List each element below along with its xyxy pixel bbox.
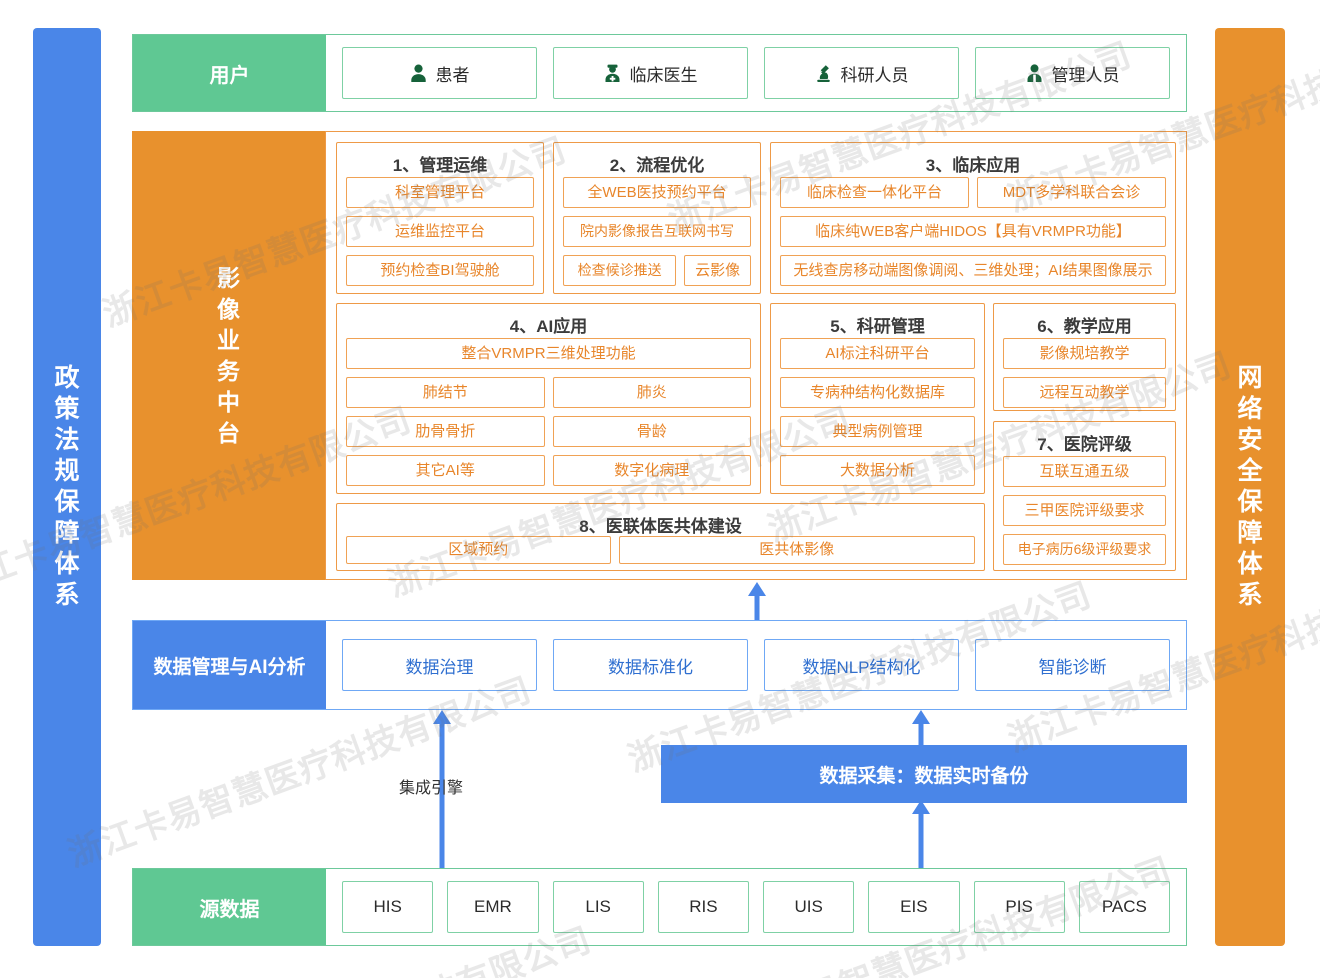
section-chip[interactable]: 预约检查BI驾驶舱 bbox=[346, 255, 534, 286]
section-chip[interactable]: 整合VRMPR三维处理功能 bbox=[346, 338, 751, 369]
data-collection-bar: 数据采集：数据实时备份 bbox=[661, 745, 1187, 803]
imaging-business-platform-row: 影像业务中台 1、管理运维 科室管理平台 运维监控平台 预约检查BI驾驶舱 bbox=[132, 131, 1187, 580]
user-item-researcher[interactable]: 科研人员 bbox=[764, 47, 959, 99]
users-list: 患者 临床医生 科研人员 bbox=[326, 35, 1186, 111]
section-chip[interactable]: 大数据分析 bbox=[780, 455, 975, 486]
user-item-label: 科研人员 bbox=[840, 65, 909, 85]
section-chip[interactable]: 云影像 bbox=[684, 255, 751, 286]
section-card-5: 5、科研管理 AI标注科研平台 专病种结构化数据库 典型病例管理 大数据分析 bbox=[770, 303, 985, 494]
section-chip[interactable]: 肺结节 bbox=[346, 377, 545, 408]
section-card-4: 4、AI应用 整合VRMPR三维处理功能 肺结节 肺炎 肋骨骨折 骨龄 其它AI… bbox=[336, 303, 761, 494]
section-chip[interactable]: 医共体影像 bbox=[618, 536, 975, 564]
arrow-platform-to-data bbox=[747, 582, 767, 620]
section-title: 6、教学应用 bbox=[1037, 317, 1132, 336]
section-chip[interactable]: 三甲医院评级要求 bbox=[1003, 495, 1166, 526]
data-management-row-label: 数据管理与AI分析 bbox=[133, 621, 326, 709]
section-chip[interactable]: 运维监控平台 bbox=[346, 216, 534, 247]
data-item-nlp[interactable]: 数据NLP结构化 bbox=[764, 639, 959, 691]
section-card-6: 6、教学应用 影像规培教学 远程互动教学 bbox=[993, 303, 1176, 411]
data-item-governance[interactable]: 数据治理 bbox=[342, 639, 537, 691]
network-security-pillar-label: 网络安全保障体系 bbox=[1237, 364, 1263, 609]
integration-engine-label: 集成引擎 bbox=[399, 780, 464, 797]
section-card-8: 8、医联体医共体建设 区域预约 医共体影像 bbox=[336, 503, 985, 571]
section-chip[interactable]: 骨龄 bbox=[552, 416, 751, 447]
section-title: 5、科研管理 bbox=[830, 317, 925, 336]
section-card-7: 7、医院评级 互联互通五级 三甲医院评级要求 电子病历6级评级要求 bbox=[993, 421, 1176, 571]
source-item-pacs[interactable]: PACS bbox=[1078, 881, 1170, 933]
users-row-label: 用户 bbox=[133, 35, 326, 111]
section-card-1: 1、管理运维 科室管理平台 运维监控平台 预约检查BI驾驶舱 bbox=[336, 142, 544, 294]
section-chip[interactable]: 其它AI等 bbox=[346, 455, 545, 486]
manager-icon bbox=[1027, 63, 1041, 82]
doctor-icon bbox=[605, 64, 619, 82]
section-chip[interactable]: MDT多学科联合会诊 bbox=[977, 177, 1166, 208]
section-chip[interactable]: 临床纯WEB客户端HIDOS【具有VRMPR功能】 bbox=[780, 216, 1166, 247]
data-item-standardization[interactable]: 数据标准化 bbox=[553, 639, 748, 691]
users-row: 用户 患者 临床医生 bbox=[132, 34, 1187, 112]
section-chip[interactable]: 全WEB医技预约平台 bbox=[563, 177, 751, 208]
section-chip[interactable]: 肋骨骨折 bbox=[346, 416, 545, 447]
user-item-clinician[interactable]: 临床医生 bbox=[553, 47, 748, 99]
section-chip[interactable]: 专病种结构化数据库 bbox=[780, 377, 975, 408]
section-title: 2、流程优化 bbox=[609, 156, 705, 175]
section-title: 4、AI应用 bbox=[509, 317, 588, 336]
section-chip[interactable]: 检查候诊推送 bbox=[563, 255, 677, 286]
user-item-administrator[interactable]: 管理人员 bbox=[975, 47, 1170, 99]
section-chip[interactable]: 肺炎 bbox=[552, 377, 751, 408]
section-title: 3、临床应用 bbox=[925, 156, 1021, 175]
arrow-integration-engine bbox=[432, 710, 452, 868]
section-chip[interactable]: 互联互通五级 bbox=[1003, 456, 1166, 487]
policy-regulation-pillar: 政策法规保障体系 bbox=[33, 28, 101, 946]
user-item-patient[interactable]: 患者 bbox=[342, 47, 537, 99]
user-item-label: 临床医生 bbox=[629, 65, 698, 85]
section-title: 7、医院评级 bbox=[1037, 435, 1132, 454]
section-chip[interactable]: 科室管理平台 bbox=[346, 177, 534, 208]
section-chip[interactable]: 远程互动教学 bbox=[1003, 377, 1166, 408]
section-chip[interactable]: 院内影像报告互联网书写 bbox=[563, 216, 751, 247]
network-security-pillar: 网络安全保障体系 bbox=[1215, 28, 1285, 946]
user-item-label: 患者 bbox=[435, 65, 470, 85]
policy-regulation-pillar-label: 政策法规保障体系 bbox=[54, 364, 80, 609]
section-chip[interactable]: 数字化病理 bbox=[552, 455, 751, 486]
source-data-row-label: 源数据 bbox=[133, 869, 326, 945]
user-item-label: 管理人员 bbox=[1051, 65, 1120, 85]
imaging-business-platform-label: 影像业务中台 bbox=[132, 131, 325, 580]
patient-icon bbox=[410, 64, 426, 82]
source-data-row: 源数据 HIS EMR LIS RIS UIS EIS PIS PACS bbox=[132, 868, 1187, 946]
source-item-uis[interactable]: UIS bbox=[763, 881, 855, 933]
source-item-emr[interactable]: EMR bbox=[447, 881, 539, 933]
arrow-collection-to-data bbox=[911, 710, 931, 748]
source-item-eis[interactable]: EIS bbox=[868, 881, 960, 933]
section-card-2: 2、流程优化 全WEB医技预约平台 院内影像报告互联网书写 检查候诊推送 云影像 bbox=[553, 142, 761, 294]
microscope-icon bbox=[816, 64, 830, 82]
section-chip[interactable]: 影像规培教学 bbox=[1003, 338, 1166, 369]
section-title: 1、管理运维 bbox=[392, 156, 488, 175]
section-chip[interactable]: 临床检查一体化平台 bbox=[780, 177, 969, 208]
imaging-business-platform-text: 影像业务中台 bbox=[217, 264, 240, 446]
section-card-3: 3、临床应用 临床检查一体化平台 MDT多学科联合会诊 临床纯WEB客户端HID… bbox=[770, 142, 1176, 294]
data-item-diagnosis[interactable]: 智能诊断 bbox=[975, 639, 1170, 691]
source-item-his[interactable]: HIS bbox=[342, 881, 434, 933]
arrow-source-to-collection bbox=[911, 800, 931, 868]
section-chip[interactable]: 电子病历6级评级要求 bbox=[1003, 534, 1166, 565]
imaging-business-platform-body: 1、管理运维 科室管理平台 运维监控平台 预约检查BI驾驶舱 2、流程优化 bbox=[325, 131, 1187, 580]
section-title: 8、医联体医共体建设 bbox=[579, 517, 742, 536]
section-chip[interactable]: 无线查房移动端图像调阅、三维处理；AI结果图像展示 bbox=[780, 255, 1166, 286]
source-item-pis[interactable]: PIS bbox=[973, 881, 1065, 933]
section-chip[interactable]: 区域预约 bbox=[346, 536, 611, 564]
source-item-lis[interactable]: LIS bbox=[552, 881, 644, 933]
data-management-row: 数据管理与AI分析 数据治理 数据标准化 数据NLP结构化 智能诊断 bbox=[132, 620, 1187, 710]
source-item-ris[interactable]: RIS bbox=[657, 881, 749, 933]
source-data-list: HIS EMR LIS RIS UIS EIS PIS PACS bbox=[326, 869, 1186, 945]
data-management-list: 数据治理 数据标准化 数据NLP结构化 智能诊断 bbox=[326, 621, 1186, 709]
section-chip[interactable]: AI标注科研平台 bbox=[780, 338, 975, 369]
section-chip[interactable]: 典型病例管理 bbox=[780, 416, 975, 447]
